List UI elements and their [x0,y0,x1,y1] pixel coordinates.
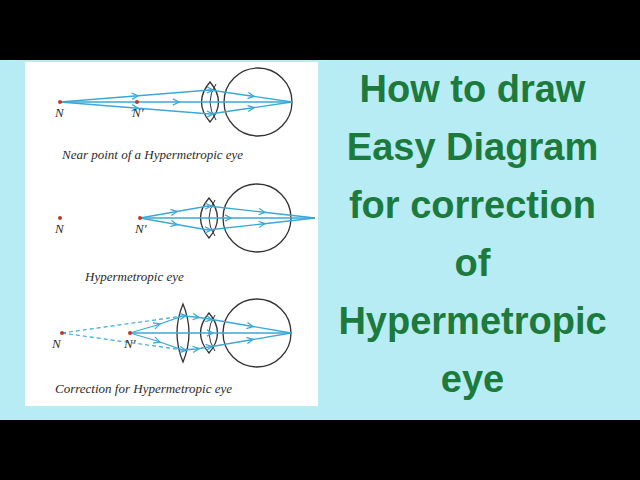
point-label: N [55,222,64,236]
figure-caption: Correction for Hypermetropic eye [55,382,232,396]
near-point-eye [58,68,292,136]
point-label: N' [135,222,146,236]
figure-panel [25,62,318,406]
point-label: N' [132,106,143,120]
hypermetropic-eye [58,184,315,252]
figure-caption: Near point of a Hypermetropic eye [62,148,243,162]
background-band [0,60,640,420]
bottom-bar [0,420,640,480]
point-label: N [55,106,64,120]
top-bar [0,0,640,60]
point-label: N' [124,337,135,351]
corrected-eye [60,299,291,367]
heading: How to draw Easy Diagram for correction … [330,60,615,408]
figure-caption: Hypermetropic eye [85,270,184,284]
point-label: N [52,337,61,351]
